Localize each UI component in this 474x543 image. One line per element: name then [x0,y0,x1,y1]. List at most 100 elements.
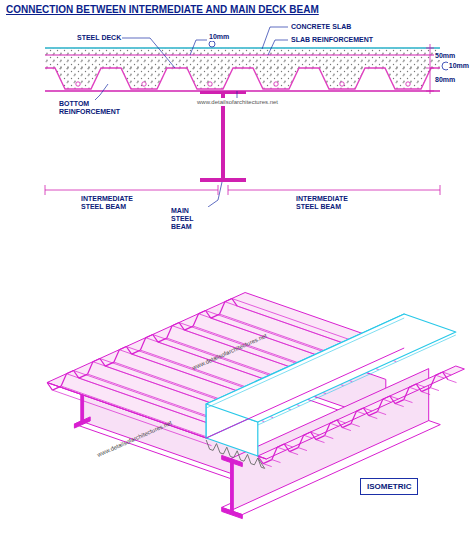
deck-rib-line [383,399,392,402]
deck-rib-line [351,424,360,427]
deck-edge [206,311,211,319]
bottom-bars [76,82,410,86]
deck-rib-line [277,447,286,450]
deck-rib-line [298,448,307,451]
deck-edge [100,359,105,367]
deck-edge [284,444,289,452]
concrete-ribs [45,66,440,89]
slab-rib-profile [213,444,216,451]
part-label: STEEL DECK [76,34,122,42]
deck-edge [211,314,220,318]
deck-edge [311,432,316,440]
deck-rib-line [342,428,351,431]
isometric-view [47,293,464,519]
deck-rib-line [409,387,418,390]
deck-edge [140,338,145,350]
deck-edge [179,323,184,331]
deck-rib-line [330,423,339,426]
part-label: BOTTOM REINFORCEMENT [58,100,130,116]
deck-rib-line [378,412,387,415]
deck-edge [158,338,167,342]
slab-top [45,47,440,49]
deck-edge [337,420,342,428]
deck-edge [304,432,311,435]
deck-edge [79,374,88,378]
deck-rib-line [395,404,404,407]
callout-circle [209,41,215,47]
callout-number: 10mm [448,62,470,70]
part-label: CONCRETE SLAB [290,23,352,31]
deck-edge [61,374,66,386]
bottom-bar [142,82,146,86]
deck-edge [272,447,277,459]
leader-lines [95,27,288,207]
deck-rib-line [304,435,313,438]
slab-top-face [206,314,456,422]
deck-edge [93,359,100,362]
slab-rib-profile [241,460,244,461]
deck-rib-line [448,380,457,383]
deck-edge [430,375,435,387]
deck-edge [383,396,390,399]
deck-edge [378,399,383,411]
slab-rib-profile [206,440,209,449]
part-label: SLAB REINFORCEMENT [290,36,374,44]
main-beam-bottom-flange [200,178,246,182]
slab-line [206,318,404,408]
section-view [45,27,450,207]
slab-rib-profile [210,449,214,450]
deck-rib-line [290,452,299,455]
deck-rib-line [325,436,334,439]
deck-rib-line [422,392,431,395]
slab-rib-profile [227,447,231,456]
bottom-bar [406,82,410,86]
deck-edge [105,362,114,366]
slab-rib-profile [220,453,223,454]
deck-edge [351,411,356,423]
deck-edge [409,384,416,387]
slab-rib-profile [230,456,233,457]
slab-line [258,335,456,425]
deck-edge [193,314,198,326]
deck-edge [416,384,421,392]
deck-edge [225,299,232,302]
deck-rib-line [263,464,272,467]
main-beam-end [231,459,234,512]
deck-rib-line [272,460,281,463]
slab-rib-profile [251,464,255,465]
deck-edge [74,371,79,379]
deck-rib-line [436,375,445,378]
main-beam-top-flange [200,91,246,94]
deck-edge [67,371,74,374]
deck-rib-line [430,388,439,391]
slab-rib-profile [248,454,251,463]
deck-edge [395,400,404,404]
deck-edge [184,326,193,330]
deck-edge [422,388,431,392]
view-label-box: ISOMETRIC [360,478,418,495]
watermark: www.detailsofarchitectures.net [196,98,279,106]
view-label: ISOMETRIC [367,482,411,491]
deck-edge [363,408,368,416]
dimension: 80mm [434,76,456,84]
slab-rib-profile [258,458,265,468]
slab-reinforcement-bar [45,55,440,56]
deck-edge [298,435,303,447]
deck-edge [172,323,179,326]
bottom-bar [208,82,212,86]
deck-edge [390,396,395,404]
deck-edge [258,456,267,459]
deck-edge [47,383,206,439]
deck-rib-line [369,416,378,419]
drawing-title: CONNECTION BETWEEN INTERMEDIATE AND MAIN… [6,4,319,15]
deck-rib-line [47,383,206,439]
deck-edge [316,436,325,440]
dimension: 50mm [434,52,456,60]
deck-edge [126,347,131,355]
deck-edge [330,420,337,423]
deck-edge [325,423,330,435]
deck-edge [132,350,141,354]
deck-edge [277,444,284,447]
main-beam-web [221,94,225,178]
